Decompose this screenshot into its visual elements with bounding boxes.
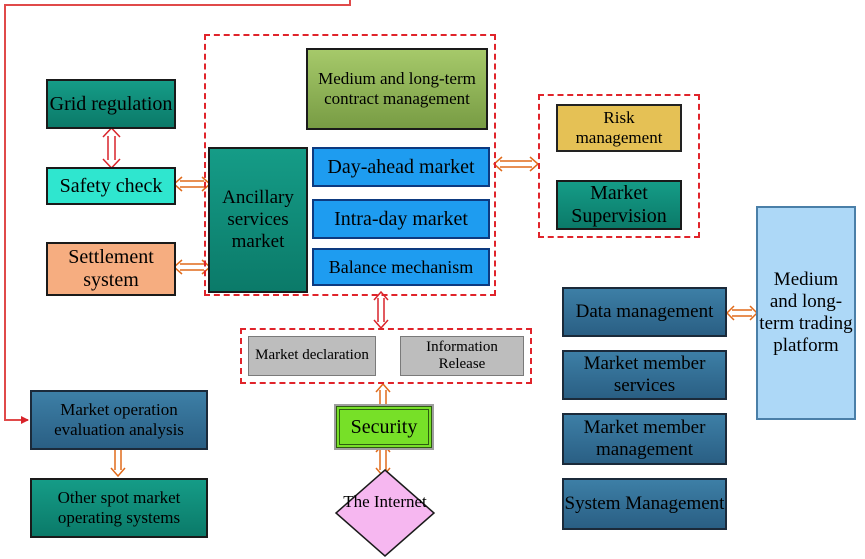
member-services-box: Market member services [562,350,727,400]
risk-management-box: Risk management [556,104,682,152]
core-market-region [204,34,496,296]
trading-platform-box: Medium and long-term trading platform [756,206,856,420]
system-management-label: System Management [564,493,725,515]
information-release-box: Information Release [400,336,524,376]
safety-check-label: Safety check [59,174,163,197]
settlement-system-label: Settlement system [68,246,154,291]
information-release-label: Information Release [426,338,498,372]
day-ahead-market-label: Day-ahead market [327,155,475,178]
security-box: Security [336,406,432,448]
market-supervision-label: Market Supervision [571,182,667,227]
market-declaration-box: Market declaration [248,336,376,376]
day-ahead-market-box: Day-ahead market [312,147,490,187]
internet-diamond-shape [334,469,436,557]
main-risk-arrow [492,156,540,172]
intra-day-market-label: Intra-day market [334,207,468,230]
market-operation-eval-box: Market operation evaluation analysis [30,390,208,450]
feedback-loop-line [4,0,351,424]
grid-safety-arrow [102,126,121,170]
safety-check-box: Safety check [46,167,176,205]
grid-regulation-label: Grid regulation [49,92,173,115]
market-supervision-box: Market Supervision [556,180,682,230]
other-spot-market-label: Other spot market operating systems [57,488,181,527]
grid-regulation-box: Grid regulation [46,79,176,129]
risk-region [538,94,700,238]
data-platform-arrow [725,305,759,321]
the-internet-label: The Internet [343,492,427,511]
main-declaration-arrow [373,290,389,330]
balance-mechanism-box: Balance mechanism [312,248,490,286]
member-services-label: Market member services [583,353,706,396]
eval-otherspot-arrow [110,450,126,478]
member-management-box: Market member management [562,413,727,465]
ancillary-services-box: Ancillary services market [208,147,308,293]
declaration-security-arrow [375,382,391,404]
other-spot-market-box: Other spot market operating systems [30,478,208,538]
system-management-box: System Management [562,478,727,530]
data-management-label: Data management [575,301,714,323]
contract-management-box: Medium and long-term contract management [306,48,488,130]
contract-management-label: Medium and long-term contract management [318,69,476,108]
trading-platform-label: Medium and long-term trading platform [759,269,853,356]
risk-management-label: Risk management [575,108,663,147]
data-management-box: Data management [562,287,727,337]
member-management-label: Market member management [583,417,706,460]
ancillary-services-label: Ancillary services market [222,187,294,252]
balance-mechanism-label: Balance mechanism [328,256,474,277]
market-operation-eval-label: Market operation evaluation analysis [54,400,184,439]
declaration-region [240,328,532,384]
security-label: Security [350,415,418,438]
intra-day-market-box: Intra-day market [312,199,490,239]
market-declaration-label: Market declaration [255,347,369,364]
settlement-system-box: Settlement system [46,242,176,296]
